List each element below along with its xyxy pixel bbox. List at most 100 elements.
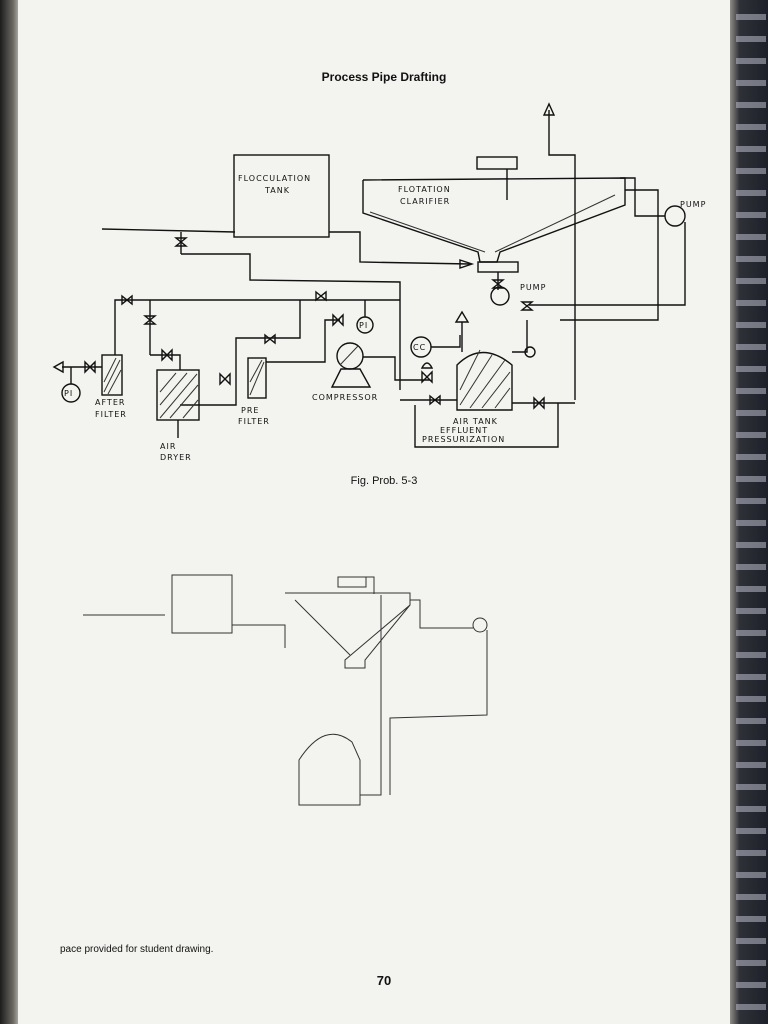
spiral-ring — [736, 366, 766, 372]
flotation-clarifier — [362, 177, 626, 273]
flocculation-tank-label-2: TANK — [264, 186, 290, 195]
mid-pump-symbol — [490, 286, 510, 306]
spiral-ring — [736, 212, 766, 218]
pre-filter-label-2: FILTER — [238, 417, 270, 426]
pre-filter-label: PRE — [241, 406, 259, 415]
recycle-pipe — [560, 189, 659, 321]
header-valve-2 — [315, 290, 327, 302]
bypass-valve — [143, 315, 157, 325]
spiral-ring — [736, 960, 766, 966]
spiral-ring — [736, 982, 766, 988]
spiral-ring — [736, 520, 766, 526]
flocculation-tank — [233, 154, 330, 238]
spiral-ring — [736, 146, 766, 152]
spiral-ring — [736, 916, 766, 922]
spiral-ring — [736, 344, 766, 350]
after-filter-label: AFTER — [95, 398, 125, 407]
flotation-clarifier-label: FLOTATION — [398, 185, 451, 194]
spiral-ring — [736, 278, 766, 284]
air-line-to-tank — [181, 253, 401, 390]
flow-arrow — [459, 259, 475, 269]
air-tank-label: AIR TANK — [453, 417, 498, 426]
pump-suction-pipe — [620, 177, 665, 217]
air-header-pipe — [114, 299, 400, 355]
control-valve-actuator — [420, 362, 434, 369]
spiral-ring — [736, 872, 766, 878]
spiral-ring — [736, 410, 766, 416]
after-filter-label-2: FILTER — [95, 410, 127, 419]
spiral-ring — [736, 190, 766, 196]
spiral-ring — [736, 476, 766, 482]
pre-filter — [247, 357, 267, 399]
flocculation-tank-label: FLOCCULATION — [238, 174, 311, 183]
workbook-page — [18, 0, 732, 1024]
spiral-ring — [736, 784, 766, 790]
spiral-ring — [736, 300, 766, 306]
spiral-ring — [736, 80, 766, 86]
level-indicator — [524, 346, 536, 358]
dryer-valve — [161, 348, 173, 362]
spiral-ring — [736, 894, 766, 900]
spiral-ring — [736, 1004, 766, 1010]
pump-discharge-pipe — [529, 222, 686, 306]
outlet-arrow — [52, 360, 64, 374]
compressor-label: COMPRESSOR — [312, 393, 378, 402]
cc-controller-label: CC — [413, 343, 426, 352]
spiral-ring — [736, 542, 766, 548]
air-tank — [456, 351, 513, 411]
tank-outlet-pipe — [329, 231, 471, 265]
inlet-pipe — [101, 228, 236, 233]
spiral-ring — [736, 630, 766, 636]
spiral-ring — [736, 740, 766, 746]
inlet-valve — [174, 232, 188, 254]
spiral-ring — [736, 102, 766, 108]
pressurization-loop — [414, 403, 559, 448]
outlet-valve — [84, 360, 96, 374]
spiral-ring — [736, 36, 766, 42]
spiral-ring — [736, 498, 766, 504]
tank-inlet-valve — [429, 394, 441, 406]
spiral-ring — [736, 454, 766, 460]
spiral-ring — [736, 256, 766, 262]
page-binding-left — [0, 0, 22, 1024]
pi-gauge-mid-label: PI — [359, 321, 368, 330]
spiral-ring — [736, 168, 766, 174]
spiral-ring — [736, 564, 766, 570]
vent-pipe — [548, 110, 576, 400]
underflow-valve — [491, 279, 505, 289]
air-dryer-label-2: DRYER — [160, 453, 192, 462]
flotation-clarifier-label-2: CLARIFIER — [400, 197, 450, 206]
spiral-ring — [736, 388, 766, 394]
spiral-ring — [736, 234, 766, 240]
spiral-ring — [736, 674, 766, 680]
air-dryer-label: AIR — [160, 442, 176, 451]
pump-valve — [520, 301, 534, 311]
skimmer-box — [476, 156, 518, 170]
pi-valve — [332, 313, 344, 327]
figure-caption: Fig. Prob. 5-3 — [350, 475, 418, 487]
air-tank-label-3: PRESSURIZATION — [422, 435, 505, 444]
spiral-ring — [736, 828, 766, 834]
spiral-ring — [736, 58, 766, 64]
spiral-ring — [736, 586, 766, 592]
spiral-ring — [736, 14, 766, 20]
top-pump-label: PUMP — [680, 200, 706, 209]
control-valve — [421, 370, 433, 384]
vent-arrow — [542, 102, 556, 116]
compressor — [330, 342, 372, 388]
spiral-ring — [736, 608, 766, 614]
spiral-ring — [736, 806, 766, 812]
header-valve — [121, 294, 133, 306]
footer-note: pace provided for student drawing. — [60, 944, 214, 955]
air-dryer — [156, 369, 200, 421]
student-sketch — [83, 574, 488, 806]
spiral-ring — [736, 850, 766, 856]
prefilter-line — [180, 300, 301, 406]
air-tank-label-2: EFFLUENT — [440, 426, 488, 435]
page-number: 70 — [376, 973, 392, 988]
prefilter-inlet-valve — [219, 372, 231, 386]
tank-outlet-valve — [533, 396, 545, 410]
mid-pump-label: PUMP — [520, 283, 546, 292]
spiral-ring — [736, 322, 766, 328]
